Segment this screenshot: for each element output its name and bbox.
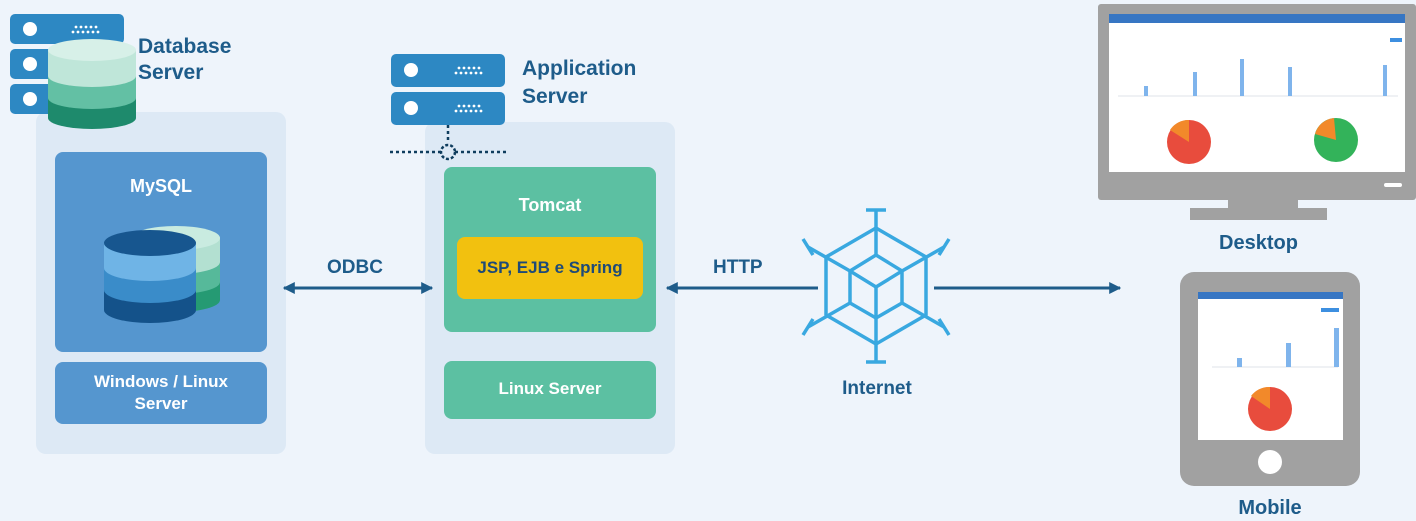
application-panel — [425, 122, 675, 454]
frameworks-label: JSP, EJB e Spring — [477, 258, 623, 277]
tablet-device-icon — [1180, 272, 1360, 486]
linux-server-card — [444, 361, 656, 419]
internet-globe-icon — [801, 208, 951, 364]
desktop-label: Desktop — [1219, 232, 1298, 254]
database-server-title: Database Server — [138, 34, 231, 86]
internet-label: Internet — [842, 378, 912, 399]
database-os-label: Windows / Linux Server — [55, 371, 267, 415]
database-server-icon — [10, 14, 136, 129]
application-server-title-line1: Application — [522, 57, 637, 80]
database-os-label-line2: Server — [134, 394, 188, 413]
database-os-label-line1: Windows / Linux — [94, 372, 228, 391]
mysql-label: MySQL — [129, 176, 192, 196]
application-server-title: Application Server — [522, 55, 636, 111]
mobile-label: Mobile — [1238, 497, 1302, 519]
application-server-icon — [390, 54, 507, 161]
tomcat-label: Tomcat — [518, 195, 582, 215]
database-server-title-line2: Server — [138, 61, 204, 84]
database-server-title-line1: Database — [138, 35, 232, 58]
desktop-monitor-icon — [1098, 4, 1416, 220]
odbc-label: ODBC — [327, 257, 383, 278]
frameworks-card — [457, 237, 643, 299]
windows-linux-card — [55, 362, 267, 424]
http-label: HTTP — [713, 257, 763, 278]
database-cylinder-icon — [104, 226, 220, 323]
linux-server-label: Linux Server — [498, 379, 602, 398]
application-server-title-line2: Server — [522, 85, 588, 108]
